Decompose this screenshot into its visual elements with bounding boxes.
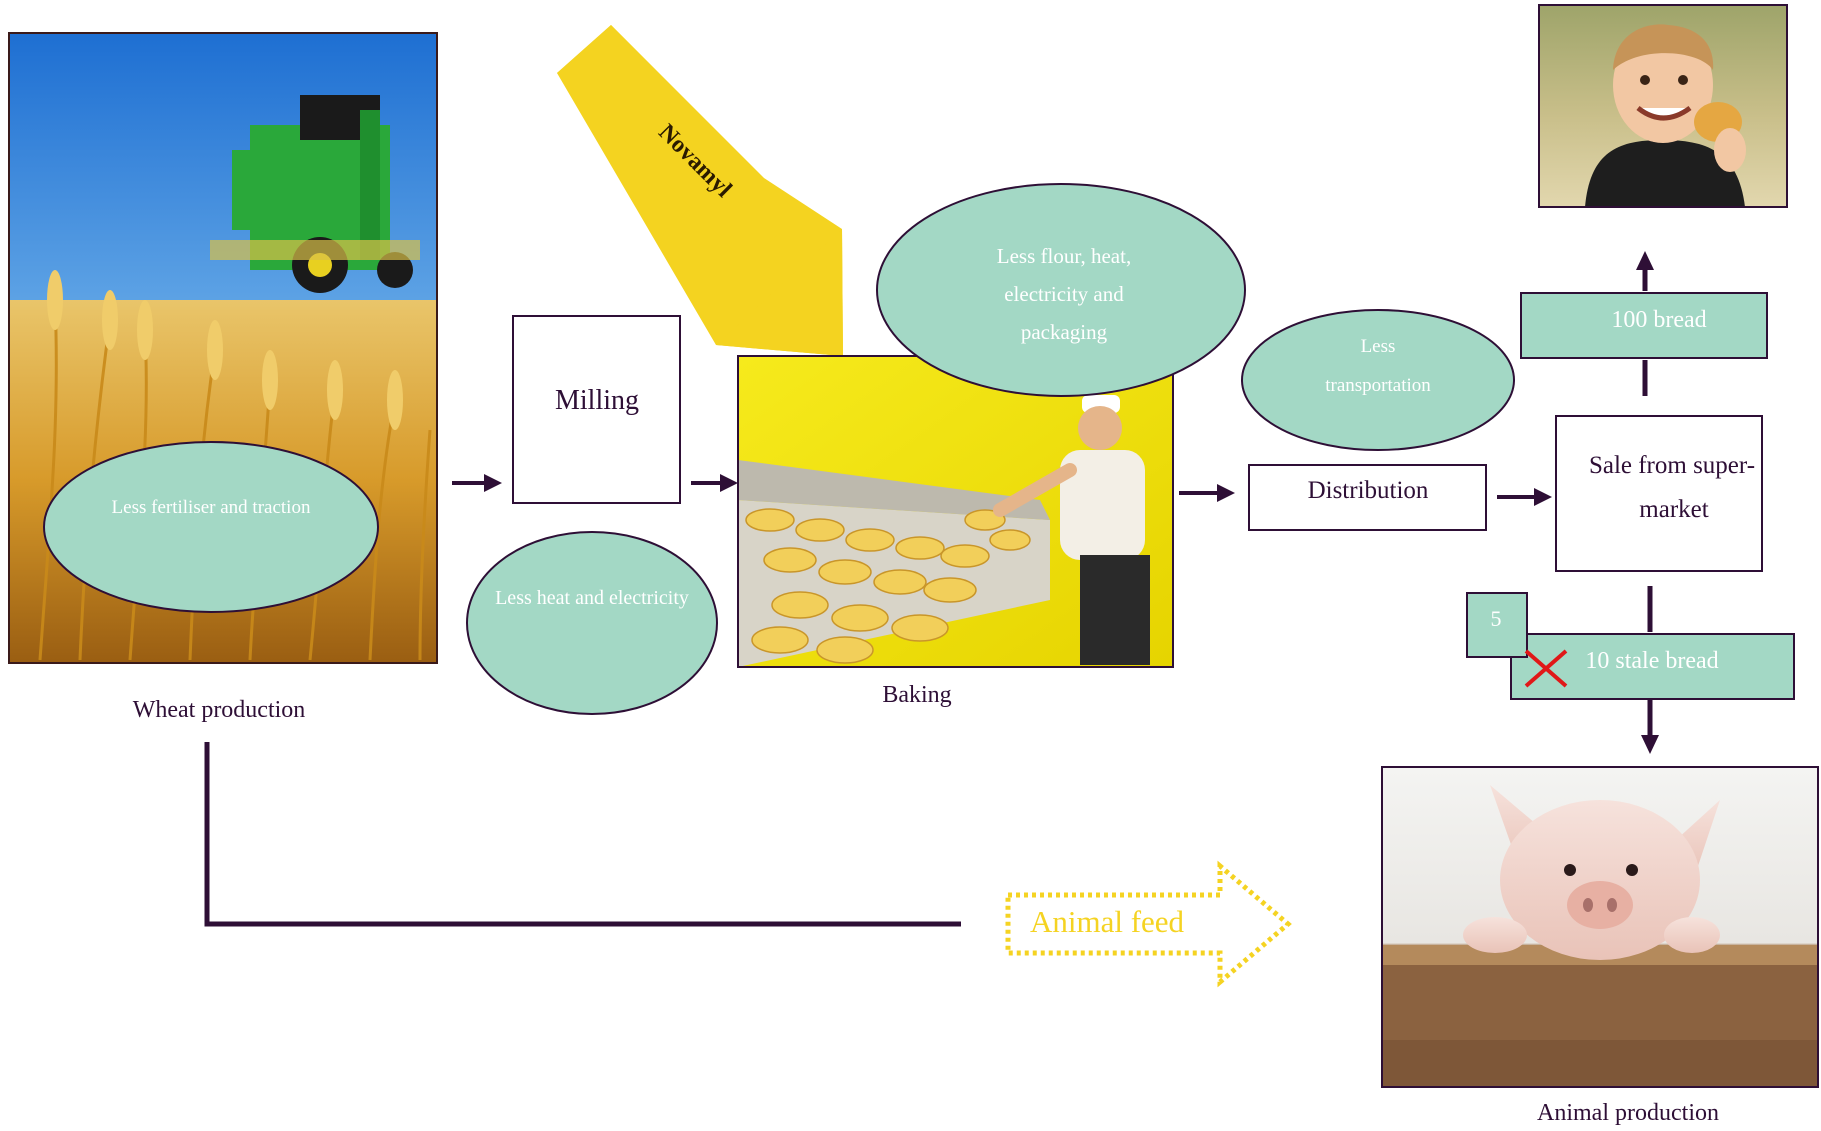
pig-trotter-right [1664, 917, 1720, 953]
wheat-to-animal-feed-line [204, 742, 961, 927]
pig-trotter-left [1463, 917, 1527, 953]
child-shirt [1585, 140, 1745, 207]
novamyl-arrow-head [716, 229, 843, 356]
animal-feed-arrow [1005, 860, 1292, 988]
distribution-box [1248, 464, 1487, 531]
stale-badge-box [1466, 592, 1528, 658]
pig-head [1500, 800, 1700, 960]
arrow-to-child [1636, 251, 1654, 291]
baking-ellipse-line-3: packaging [1021, 320, 1108, 344]
wheat-photo-frame [8, 32, 438, 664]
child-photo-frame [1538, 4, 1788, 208]
pig-photo [1381, 766, 1819, 1088]
wheat-ellipse-text: Less fertiliser and traction [112, 497, 311, 518]
child-hand [1714, 128, 1746, 172]
sale-box [1555, 415, 1763, 572]
arrow-milling-to-baking [691, 474, 738, 492]
child-photo [1538, 4, 1788, 208]
animal-caption: Animal production [1537, 1100, 1719, 1126]
milling-box [512, 315, 681, 504]
arrow-to-animal [1641, 700, 1659, 754]
stale-bread-label: 10 stale bread [1585, 648, 1718, 674]
pig-photo-frame [1381, 766, 1819, 1088]
distribution-ellipse [1241, 309, 1515, 451]
arrow-wheat-to-milling [452, 474, 502, 492]
wheat-caption: Wheat production [133, 697, 306, 723]
arrow-distribution-to-sale [1497, 488, 1552, 506]
bread-100-label: 100 bread [1611, 307, 1706, 333]
baker-figure [993, 395, 1150, 665]
novamyl-arrow: Novamyl [557, 25, 843, 356]
novamyl-arrow-body [557, 25, 800, 263]
conveyor-rail [738, 460, 1050, 520]
pig-snout [1567, 881, 1633, 929]
child-hair [1613, 24, 1714, 70]
stale-bread-box [1510, 633, 1795, 700]
arrow-baking-to-distribution [1179, 484, 1235, 502]
baking-photo [737, 355, 1174, 668]
distribution-ellipse-line-2: transportation [1325, 375, 1431, 396]
wheat-ears [47, 270, 403, 430]
sale-line-1: Sale from super- [1589, 452, 1755, 479]
stale-badge-label: 5 [1491, 606, 1502, 631]
combine-harvester-icon [210, 95, 420, 293]
wheat-ellipse [43, 441, 379, 613]
red-x-cross-icon [1524, 649, 1568, 688]
milling-label: Milling [555, 385, 639, 416]
bread-100-box [1520, 292, 1768, 359]
sale-line-2: market [1639, 496, 1708, 523]
baking-caption: Baking [882, 682, 951, 708]
baking-ellipse-line-1: Less flour, heat, [997, 244, 1131, 268]
bread-loaves [745, 508, 1031, 664]
milling-ellipse-text: Less heat and electricity [495, 587, 689, 609]
milling-ellipse [466, 531, 718, 715]
distribution-ellipse-line-1: Less [1361, 336, 1396, 357]
animal-feed-label: Animal feed [1030, 904, 1185, 939]
distribution-label: Distribution [1308, 477, 1429, 504]
baking-ellipse [876, 183, 1246, 397]
baking-ellipse-line-2: electricity and [1004, 282, 1124, 306]
pig-ledge-bottom [1382, 1040, 1818, 1087]
